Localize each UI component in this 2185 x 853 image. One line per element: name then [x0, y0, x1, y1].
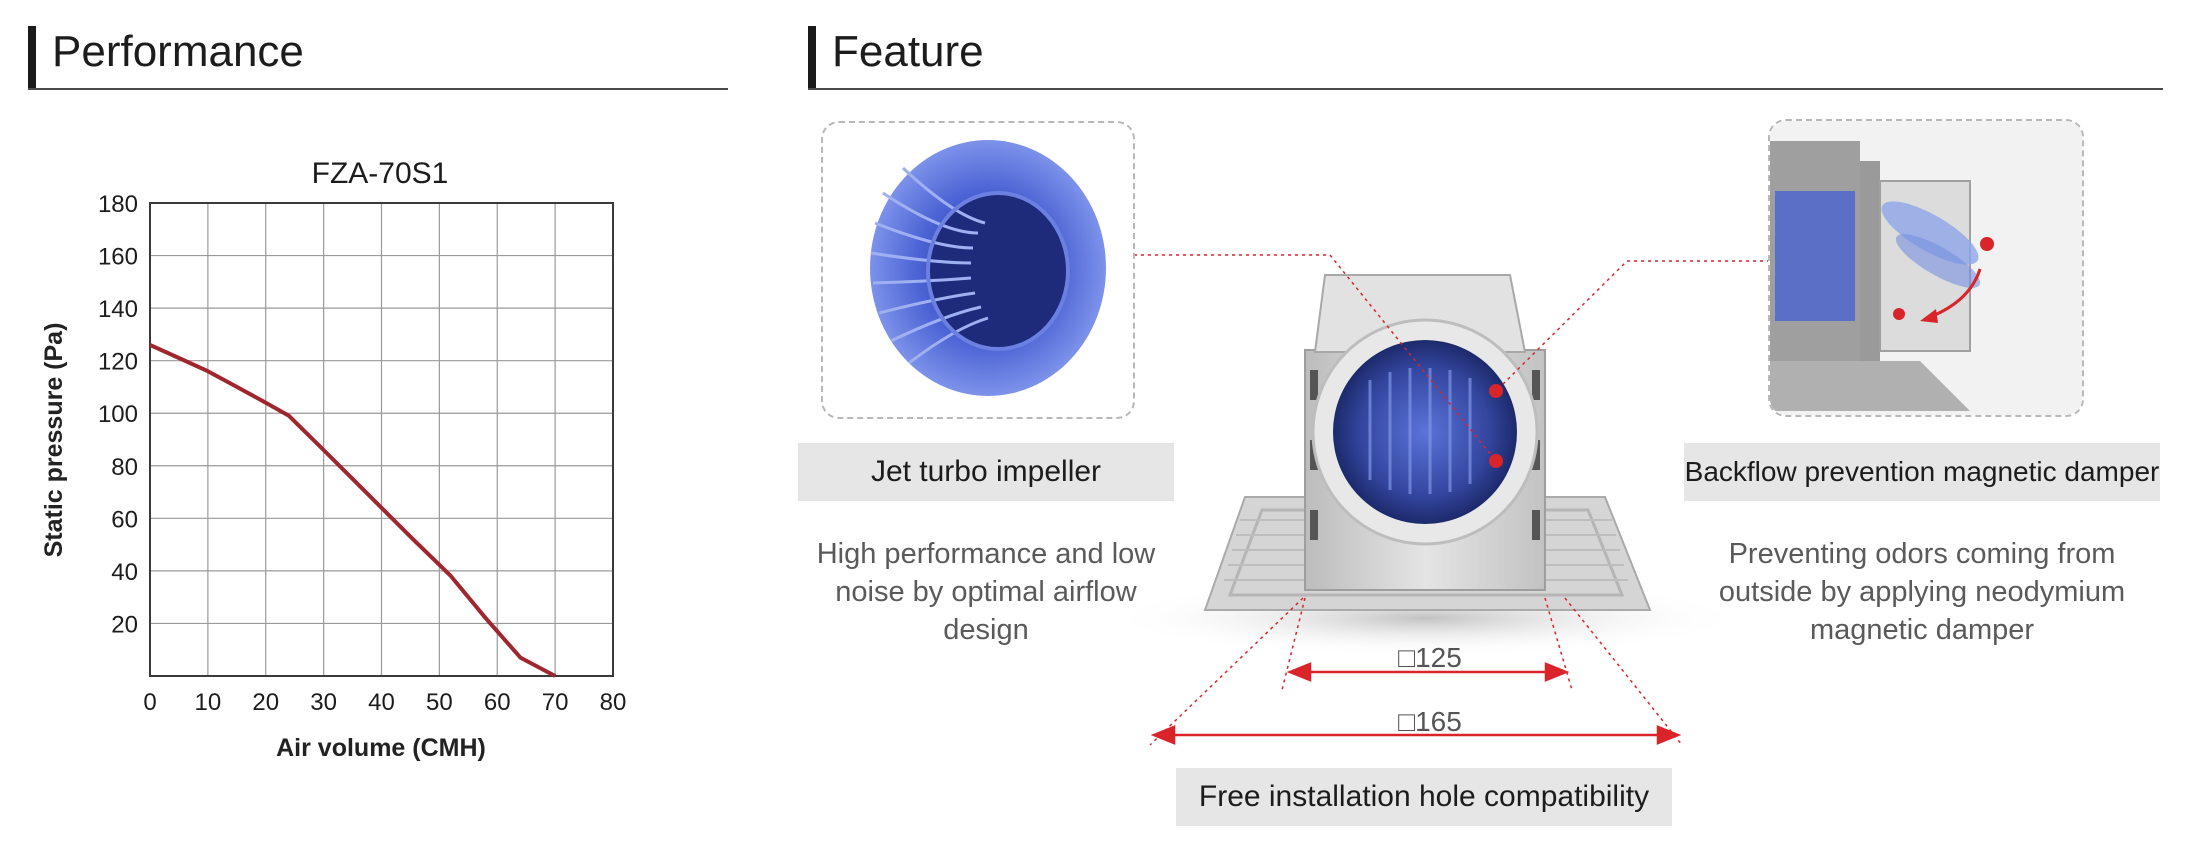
y-tick-label: 80 [111, 454, 138, 481]
x-tick-label: 50 [426, 689, 453, 716]
damper-arrow [1929, 268, 1982, 319]
x-tick-label: 20 [252, 689, 279, 716]
impeller-description: High performance and low noise by optima… [816, 538, 1156, 646]
y-tick-labels: 20 40 60 80 100 120 140 160 180 [98, 191, 138, 638]
duct-inner-blades [1368, 368, 1472, 494]
heading-accent-bar [28, 26, 36, 88]
chart-grid [150, 203, 613, 676]
damper-collar [1860, 161, 1880, 371]
x-tick-label: 10 [195, 689, 222, 716]
impeller-image [870, 140, 1106, 396]
callout-lines [1134, 254, 1770, 746]
y-tick-label: 20 [111, 611, 138, 638]
y-tick-label: 140 [98, 296, 138, 323]
heading-accent-bar [808, 26, 816, 88]
damper-red-dot-small [1893, 308, 1905, 320]
y-tick-label: 40 [111, 559, 138, 586]
performance-chart: FZA-70S1 0 10 20 30 40 50 60 70 80 20 40 60 80 100 12… [40, 157, 626, 762]
x-tick-label: 80 [600, 689, 627, 716]
installation-label: Free installation hole compatibility [1176, 768, 1672, 826]
impeller-rim [926, 191, 1070, 351]
feature-heading: Feature [832, 27, 984, 76]
y-tick-label: 160 [98, 244, 138, 271]
dimension-125 [1286, 662, 1570, 682]
y-tick-label: 120 [98, 349, 138, 376]
x-tick-label: 30 [310, 689, 337, 716]
impeller-label: Jet turbo impeller [798, 443, 1174, 501]
damper-callout-dot [1489, 454, 1503, 468]
performance-section-header: Performance [28, 22, 728, 90]
dimension-165-label: □165 [1398, 706, 1462, 737]
damper-label: Backflow prevention magnetic damper [1684, 443, 2160, 501]
x-tick-label: 40 [368, 689, 395, 716]
damper-image-frame [1768, 119, 2084, 417]
y-axis-label: Static pressure (Pa) [40, 323, 68, 558]
chart-title: FZA-70S1 [312, 157, 449, 190]
dimension-165 [1150, 725, 1682, 745]
y-tick-label: 180 [98, 191, 138, 218]
impeller-image-frame [821, 121, 1135, 419]
damper-red-dot [1980, 237, 1994, 251]
x-tick-label: 70 [542, 689, 569, 716]
damper-description: Preventing odors coming from outside by … [1718, 538, 2126, 646]
performance-heading: Performance [52, 27, 304, 76]
y-tick-label: 100 [98, 401, 138, 428]
x-tick-label: 0 [143, 689, 156, 716]
x-axis-label: Air volume (CMH) [276, 734, 486, 762]
damper-impeller-section [1775, 191, 1855, 321]
damper-image [1770, 121, 2082, 415]
damper-flap [1881, 201, 1979, 265]
y-tick-label: 60 [111, 506, 138, 533]
dimension-125-label: □125 [1398, 642, 1462, 673]
performance-curve [149, 343, 557, 678]
x-tick-labels: 0 10 20 30 40 50 60 70 80 [143, 689, 626, 716]
damper-grille [1770, 361, 1970, 411]
duct-opening [1333, 340, 1517, 524]
feature-section-header: Feature [808, 22, 2163, 90]
damper-arrow-head [1920, 309, 1938, 323]
x-tick-label: 60 [484, 689, 511, 716]
plot-frame [149, 202, 614, 677]
damper-flap-open [1895, 234, 1981, 288]
impeller-callout-dot [1489, 384, 1503, 398]
